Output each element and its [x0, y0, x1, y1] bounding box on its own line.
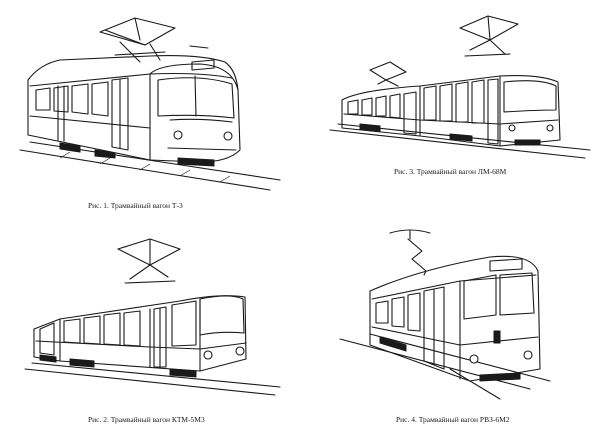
figure-ktm5m3-tram: Рис. 2. Трамвайный вагон КТМ-5М3: [0, 219, 300, 438]
rvz6m2-tram-drawing: [339, 229, 551, 400]
figure-lm68m-caption: Рис. 3. Трамвайный вагон ЛМ-68М: [394, 167, 507, 176]
t3-tram-drawing: [19, 17, 281, 191]
figure-rvz6m2-caption: Рис. 4. Трамвайный вагон РВЗ-6М2: [396, 415, 510, 424]
figure-rvz6m2-tram: Рис. 4. Трамвайный вагон РВЗ-6М2: [300, 219, 600, 438]
figure-t3-tram: Рис. 1. Трамвайный вагон Т-3: [0, 0, 300, 219]
figure-lm68m-tram: Рис. 3. Трамвайный вагон ЛМ-68М: [300, 0, 600, 219]
ktm5m3-tram-drawing: [24, 238, 281, 396]
figure-t3-caption: Рис. 1. Трамвайный вагон Т-3: [88, 201, 183, 210]
lm68m-tram-drawing: [329, 15, 591, 159]
figure-ktm5m3-caption: Рис. 2. Трамвайный вагон КТМ-5М3: [88, 415, 205, 424]
